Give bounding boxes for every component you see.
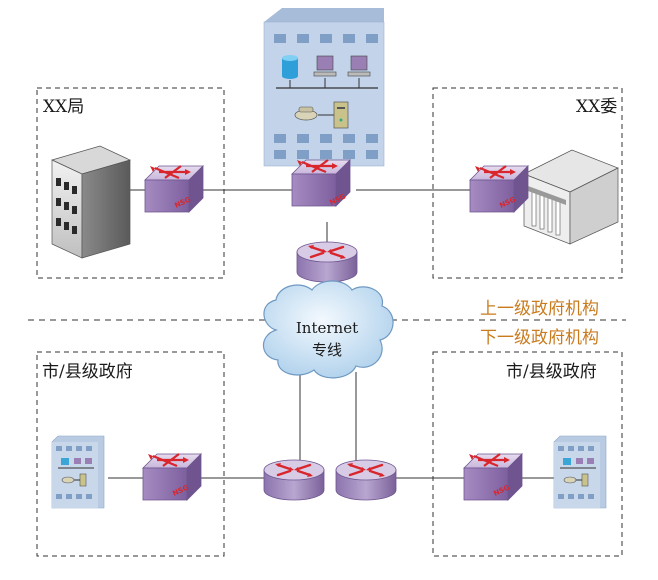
zone-label-bureau: XX局 — [43, 97, 85, 117]
government-building-icon — [553, 435, 607, 509]
hq-building — [263, 8, 385, 167]
zone-label-city-left: 市/县级政府 — [42, 362, 133, 382]
office-building-icon — [51, 145, 131, 259]
tier-label-lower: 下一级政府机构 — [480, 328, 599, 348]
database-icon — [282, 55, 298, 79]
router-icon — [262, 458, 326, 502]
workstation-icon — [347, 55, 371, 77]
tier-label-upper: 上一级政府机构 — [480, 299, 599, 319]
cloud-label-dedicated-line: 专线 — [311, 341, 342, 359]
zone-city-right-box — [432, 351, 623, 557]
zone-label-city-right: 市/县级政府 — [506, 362, 597, 382]
government-hall-icon — [523, 149, 619, 245]
zone-bureau-box — [36, 87, 225, 279]
zone-label-committee: XX委 — [576, 97, 618, 117]
router-icon — [334, 458, 398, 502]
zone-committee-box — [432, 87, 623, 279]
internet-cloud — [262, 280, 394, 379]
zone-city-left-box — [36, 351, 225, 557]
router-icon — [295, 240, 359, 284]
workstation-icon — [313, 55, 337, 77]
telephone-icon — [294, 106, 318, 121]
government-building-icon — [51, 435, 105, 509]
server-icon — [333, 101, 349, 129]
cloud-label-internet: Internet — [295, 319, 359, 337]
